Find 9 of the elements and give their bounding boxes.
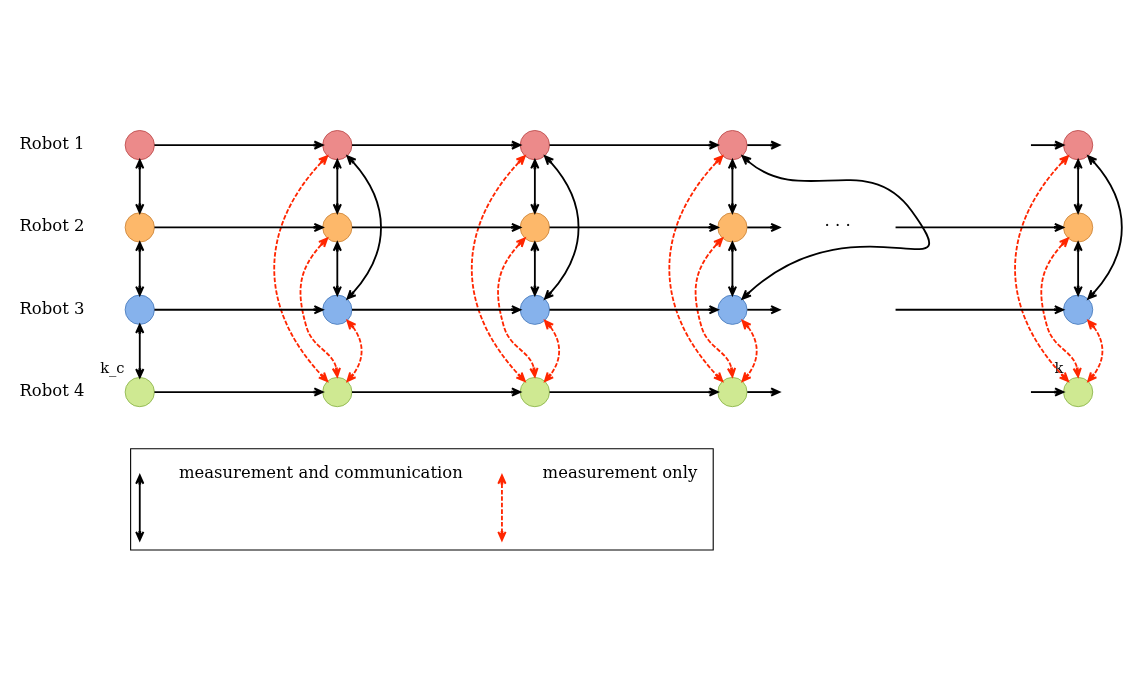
label: Robot 1 bbox=[19, 134, 85, 154]
label: Robot 4 bbox=[19, 381, 85, 401]
label: Robot 3 bbox=[19, 298, 85, 318]
label: Robot 2 bbox=[19, 216, 85, 236]
label: · · · bbox=[824, 216, 851, 236]
legend-label: measurement only bbox=[542, 463, 698, 483]
legend-label: measurement and communication bbox=[178, 463, 463, 483]
node-label: k bbox=[1054, 358, 1064, 376]
node-label: k_c bbox=[100, 358, 125, 376]
